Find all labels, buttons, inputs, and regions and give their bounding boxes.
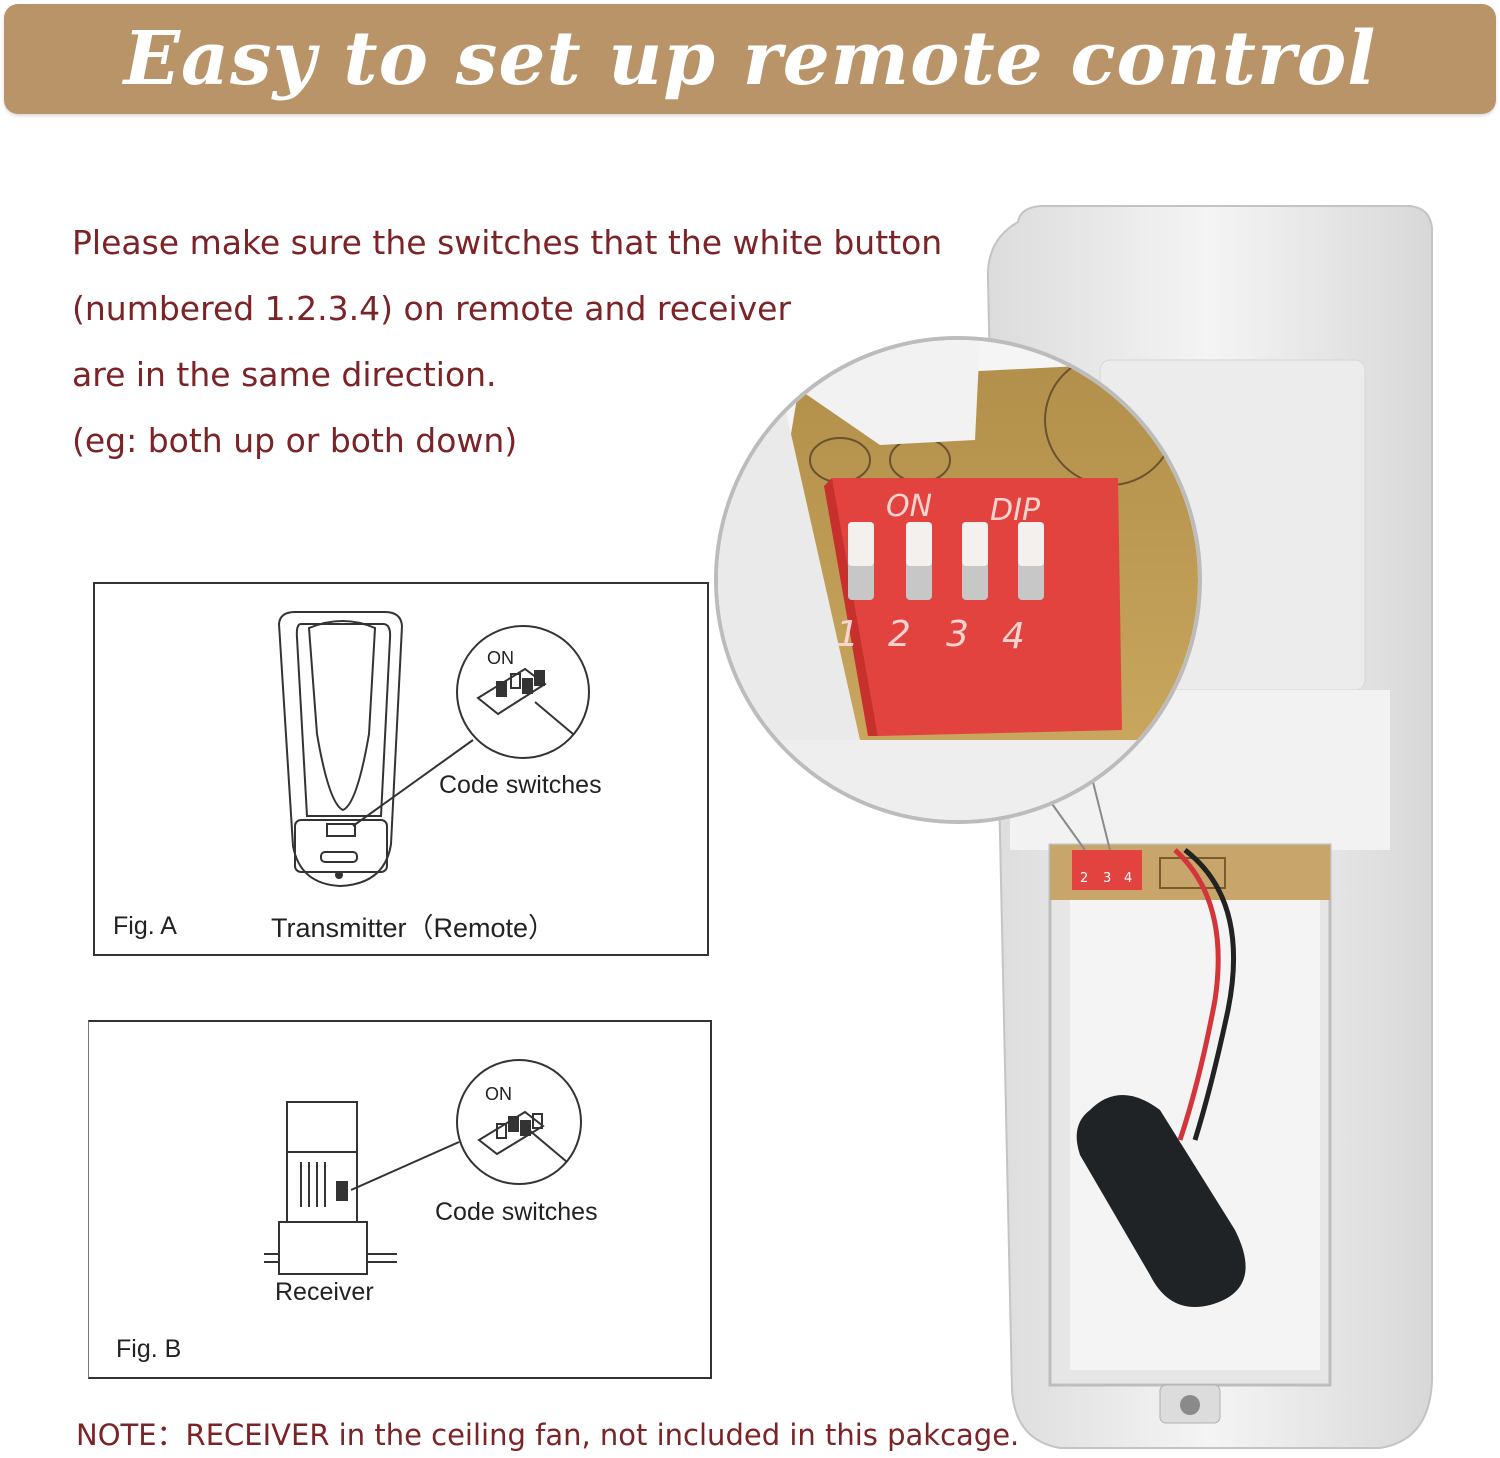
fig-a-label: Fig. A	[113, 912, 177, 940]
small-switch-number: 2	[1080, 871, 1088, 886]
instruction-line: (eg: both up or both down)	[72, 421, 518, 460]
instruction-line: Please make sure the switches that the w…	[72, 223, 943, 262]
figure-a-transmitter: ON Code switches Fig. A Transmitter（Remo…	[93, 582, 709, 956]
receiver-drawing: ON	[264, 1059, 582, 1275]
instruction-line: are in the same direction.	[72, 355, 497, 394]
fig-b-caption: Receiver	[275, 1278, 374, 1306]
dip-on-label: ON	[886, 489, 932, 524]
fig-a-code-switches-label: Code switches	[439, 771, 602, 799]
switch-number: 1	[836, 614, 859, 655]
transmitter-drawing: ON	[277, 611, 590, 888]
switch-number: 3	[946, 614, 969, 655]
switch-number: 2	[888, 614, 911, 655]
remote-photo: 2 3 4 ON DIP	[714, 205, 1433, 1449]
fig-a-caption: Transmitter（Remote）	[271, 913, 556, 943]
small-switch-number: 3	[1103, 871, 1111, 886]
instructions: Please make sure the switches that the w…	[72, 210, 1032, 474]
small-switch-number: 4	[1124, 871, 1132, 886]
title-banner: Easy to set up remote control	[4, 4, 1496, 114]
switch-number: 4	[1002, 616, 1025, 657]
instruction-line: (numbered 1.2.3.4) on remote and receive…	[72, 289, 792, 328]
banner-title: Easy to set up remote control	[123, 16, 1377, 102]
fig-b-code-switches-label: Code switches	[435, 1198, 598, 1226]
fig-b-on-label: ON	[485, 1084, 512, 1104]
dip-switch-magnifier: ON DIP 1 2 3 4	[714, 336, 1202, 824]
note-text: NOTE：RECEIVER in the ceiling fan, not in…	[76, 1418, 1020, 1452]
battery-clip	[1076, 1095, 1246, 1307]
fig-a-on-label: ON	[487, 648, 514, 668]
figure-b-receiver: ON Code switches Receiver Fig. B	[88, 1020, 712, 1379]
fig-b-label: Fig. B	[116, 1335, 182, 1363]
